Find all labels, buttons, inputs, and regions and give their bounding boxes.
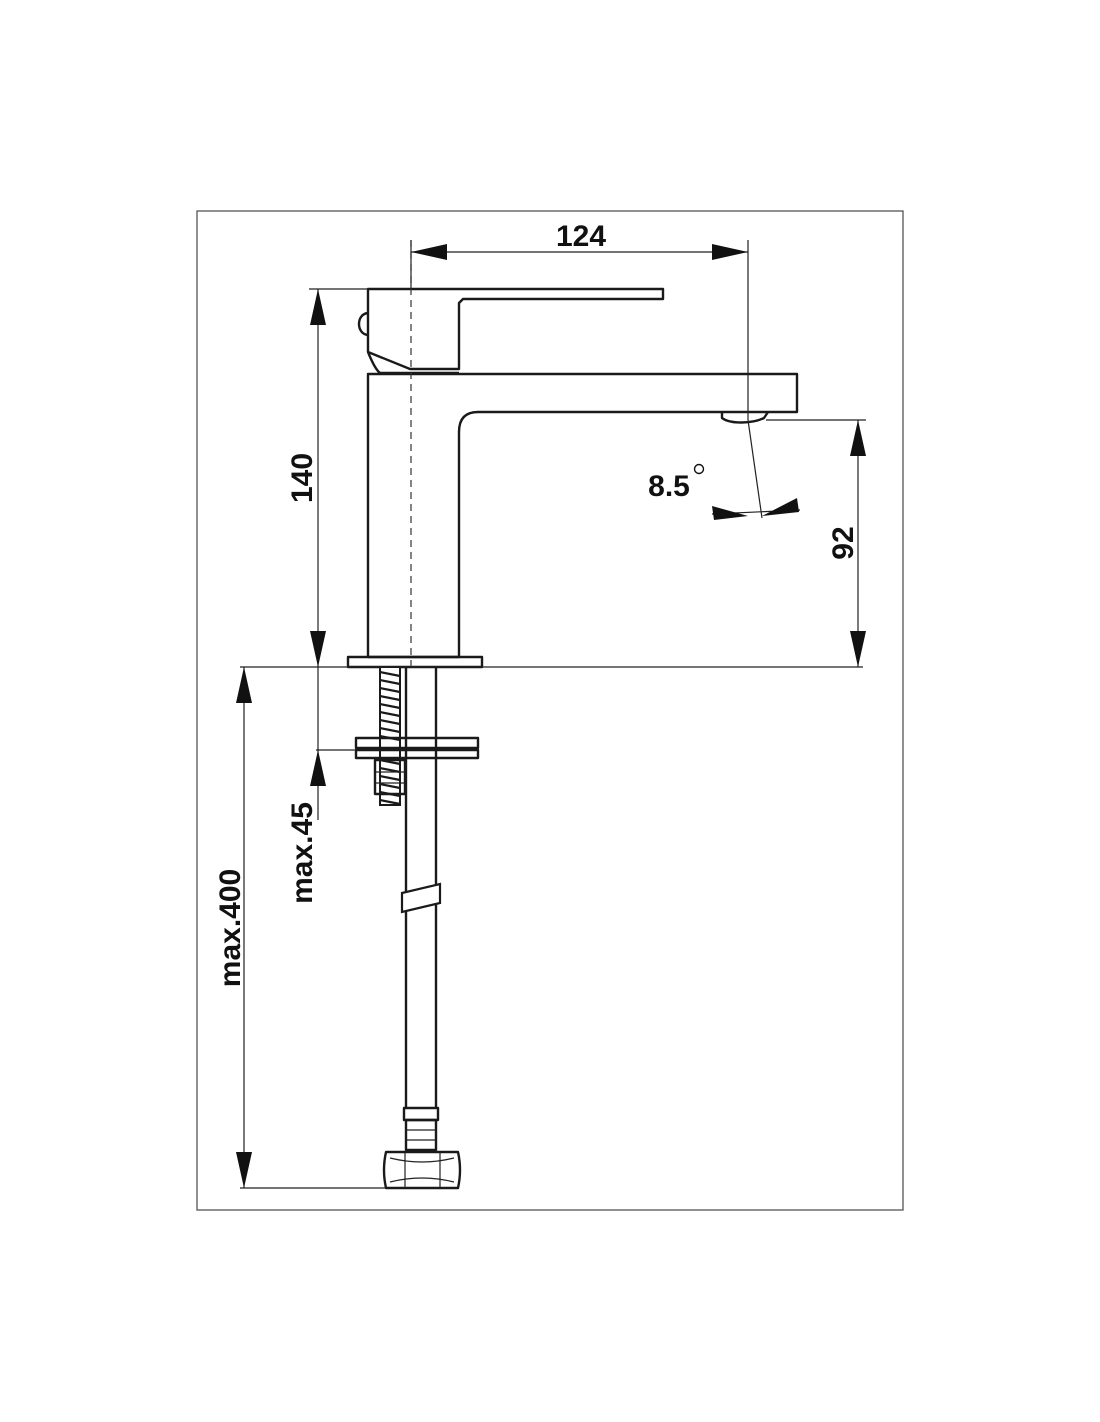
total-height-label: 140 [286,453,319,503]
hose-length-arrow-bottom [236,1152,252,1188]
handle-knob [357,311,369,337]
height-arrow-bottom [310,631,326,667]
reach-label: 124 [556,220,606,253]
deck-thickness-label: max.45 [286,802,319,904]
spout-height-arrow-top [850,420,866,456]
hose-break [400,882,442,914]
angle-arrow-left [712,506,748,520]
reach-arrow-left [411,244,447,260]
rod-nut [373,758,407,796]
hose-length-arrow-top [236,667,252,703]
drawing-frame [196,210,904,1211]
lever-handle [366,287,665,371]
hose-ferrule [402,1106,440,1152]
spout-angle-label: 8.5 [648,470,690,503]
mounting-bracket-bottom [354,748,480,760]
spout-height-label: 92 [827,526,860,559]
hose-length-label: max.400 [214,869,247,987]
aerator [720,411,769,424]
reach-arrow-right [712,244,748,260]
degree-symbol [693,463,705,475]
height-arrow-top [310,289,326,325]
spout-height-arrow-bottom [850,631,866,667]
faucet-spout-body [366,372,799,659]
base-plate [346,655,484,669]
faucet-body [346,287,799,669]
mounting-bracket-top [354,736,480,750]
angle-arrow-right [762,498,799,516]
mounting-hardware [354,666,480,1190]
connection-nut [382,1150,462,1190]
angle-ray [747,419,763,519]
dimension-lines [236,240,866,1189]
deck-thickness-arrow [310,750,326,786]
